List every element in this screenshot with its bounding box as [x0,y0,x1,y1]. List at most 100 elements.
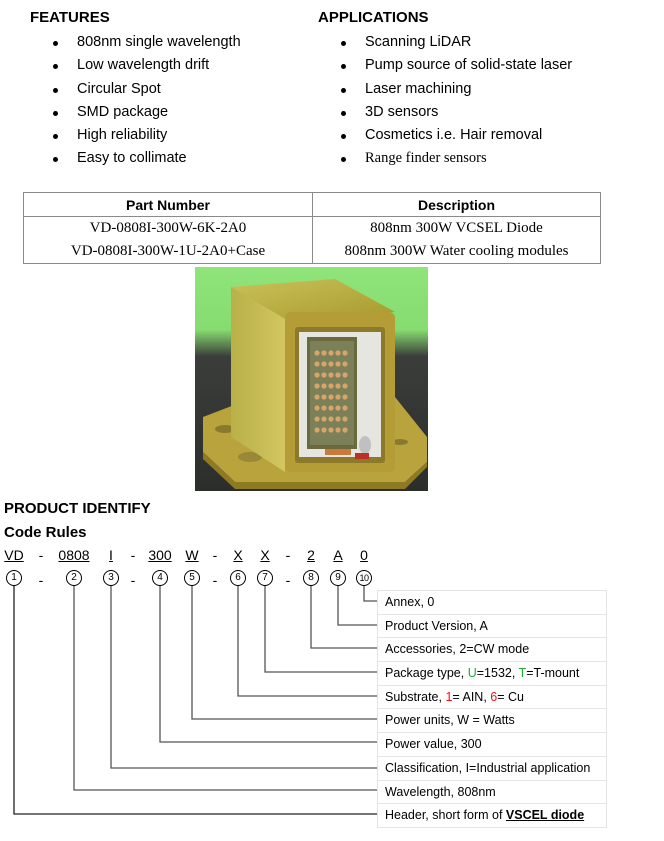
table-header-row: Part Number Description [23,192,601,217]
desc-text: Header, short form of [385,808,506,823]
substrate-key-1: 1 [445,689,453,704]
vscel-diode-emphasis: VSCEL diode [505,808,585,823]
circle-number-3: 3 [103,570,119,586]
column-header-description: Description [312,192,601,217]
code-token-2: 0808 [58,547,90,563]
desc-classification: Classification, I=Industrial application [378,757,606,781]
application-text: Scanning LiDAR [365,34,472,50]
connector-10 [363,585,377,602]
desc-text: =T-mount [526,666,580,681]
application-text: Pump source of solid-state laser [365,57,573,74]
vcsel-module-illustration [195,267,428,491]
desc-power-value: Power value, 300 [378,733,606,757]
product-identify-heading: PRODUCT IDENTIFY [4,500,151,517]
list-item: Scanning LiDAR [341,31,572,54]
table-row: VD-0808I-300W-1U-2A0+Case 808nm 300W Wat… [23,240,601,264]
list-item: 3D sensors [341,101,572,124]
code-separator: - [130,547,136,563]
code-token-9: A [333,547,343,563]
feature-text: 808nm single wavelength [77,34,241,50]
code-separator: - [212,572,218,588]
bullet-icon [341,134,346,140]
table-row: VD-0808I-300W-6K-2A0 808nm 300W VCSEL Di… [23,216,601,240]
code-token-4: 300 [148,547,172,563]
list-item: Cosmetics i.e. Hair removal [341,124,572,147]
bullet-icon [53,110,58,116]
bullet-icon [341,110,346,116]
emitter-grid [314,350,348,433]
applications-heading: APPLICATIONS [318,9,429,26]
connector-7 [264,585,377,673]
code-token-10: 0 [360,547,368,563]
feature-text: Circular Spot [77,80,161,97]
code-rules-heading: Code Rules [4,524,87,541]
code-token-3: I [109,547,113,563]
application-text: Laser machining [365,80,472,97]
desc-text: = Cu [497,689,524,704]
connector-8 [310,585,377,649]
feature-text: Easy to collimate [77,150,187,167]
bullet-icon [53,41,58,46]
feature-text: SMD package [77,103,169,120]
connector-5 [191,585,377,720]
list-item: Range finder sensors [341,147,572,170]
part-number-cell: VD-0808I-300W-1U-2A0+Case [23,240,313,264]
package-key-u: U [467,666,477,681]
desc-header: Header, short form of VSCEL diode [378,804,606,827]
feature-text: Low wavelength drift [77,57,210,74]
connector-9 [337,585,377,626]
feature-text: High reliability [77,127,168,144]
connector-4 [159,585,377,743]
application-text: Range finder sensors [365,150,487,167]
bullet-icon [53,157,58,163]
desc-wavelength: Wavelength, 808nm [378,781,606,805]
bullet-icon [341,41,346,46]
desc-text: Package type, [385,666,468,681]
code-separator: - [38,572,44,588]
code-token-7: X [260,547,270,563]
product-photo [195,267,428,491]
part-number-table: Part Number Description VD-0808I-300W-6K… [23,192,601,264]
list-item: Low wavelength drift [53,54,241,77]
bullet-icon [53,64,58,70]
connector-6 [237,585,377,697]
desc-product-version: Product Version, A [378,615,606,639]
list-item: Circular Spot [53,78,241,101]
desc-annex: Annex, 0 [378,591,606,615]
circle-number-7: 7 [257,570,273,586]
code-separator: - [38,547,44,563]
code-separator: - [212,547,218,563]
desc-text: =1532, [476,666,519,681]
code-description-list: Annex, 0 Product Version, A Accessories,… [377,590,607,828]
desc-text: Substrate, [385,689,446,704]
circle-number-2: 2 [66,570,82,586]
circle-number-1: 1 [6,570,22,586]
connector-3 [110,585,377,769]
application-text: Cosmetics i.e. Hair removal [365,127,543,144]
code-separator: - [285,572,291,588]
bullet-icon [53,87,58,93]
desc-package-type: Package type, U=1532, T=T-mount [378,662,606,686]
circle-number-8: 8 [303,570,319,586]
circle-number-5: 5 [184,570,200,586]
list-item: Laser machining [341,78,572,101]
list-item: 808nm single wavelength [53,31,241,54]
list-item: Pump source of solid-state laser [341,54,572,77]
list-item: SMD package [53,101,241,124]
circle-number-4: 4 [152,570,168,586]
code-token-1: VD [4,547,24,563]
description-cell: 808nm 300W Water cooling modules [312,240,601,264]
applications-list: Scanning LiDAR Pump source of solid-stat… [341,31,572,171]
features-heading: FEATURES [30,9,110,26]
code-separator: - [130,572,136,588]
features-list: 808nm single wavelength Low wavelength d… [53,31,241,171]
bullet-icon [341,157,346,163]
desc-power-units: Power units, W = Watts [378,709,606,734]
circle-number-10: 10 [356,570,372,586]
desc-substrate: Substrate, 1= AIN, 6= Cu [378,686,606,710]
description-cell: 808nm 300W VCSEL Diode [312,216,601,240]
part-number-cell: VD-0808I-300W-6K-2A0 [23,216,313,240]
circle-number-6: 6 [230,570,246,586]
bullet-icon [341,64,346,70]
list-item: High reliability [53,124,241,147]
